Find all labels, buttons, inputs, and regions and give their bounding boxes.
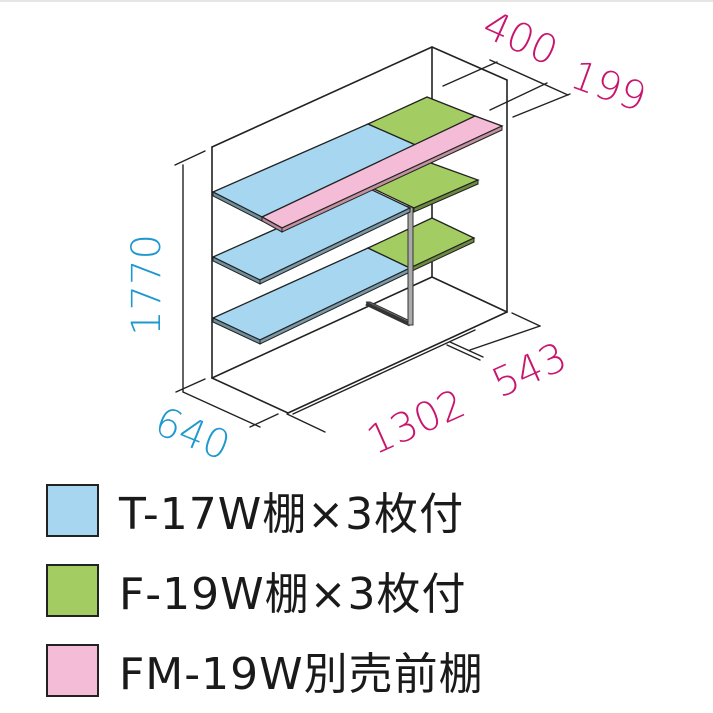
swatch-pink	[46, 643, 99, 697]
legend-label: FM-19W別売前棚	[119, 649, 484, 700]
dim-top-depth-a-label: 400	[476, 2, 564, 75]
dim-depth-label: 640	[148, 399, 236, 470]
dim-height-label: 1770	[124, 234, 170, 336]
shelf-blue-2	[211, 187, 412, 285]
shelf-pink-front	[260, 115, 504, 233]
legend-item-fm19w: FM-19W別売前棚	[46, 630, 484, 710]
dim-top-depth-b-label: 199	[565, 52, 652, 121]
shelf-blue-3	[211, 247, 412, 345]
dim-width-label: 1302	[360, 381, 472, 464]
shelf-diagram: 1770 640 1302 543 400 199	[124, 2, 652, 470]
swatch-green	[46, 563, 99, 617]
swatch-blue	[46, 483, 99, 537]
legend-label: T-17W棚×3枚付	[119, 489, 465, 540]
dimension-lines	[174, 59, 571, 433]
legend-item-f19w: F-19W棚×3枚付	[46, 550, 484, 630]
legend: T-17W棚×3枚付 F-19W棚×3枚付 FM-19W別売前棚	[46, 470, 484, 710]
dim-side-depth-label: 543	[485, 334, 573, 407]
legend-item-t17w: T-17W棚×3枚付	[46, 470, 484, 550]
top-border	[0, 0, 713, 2]
legend-label: F-19W棚×3枚付	[119, 569, 467, 620]
